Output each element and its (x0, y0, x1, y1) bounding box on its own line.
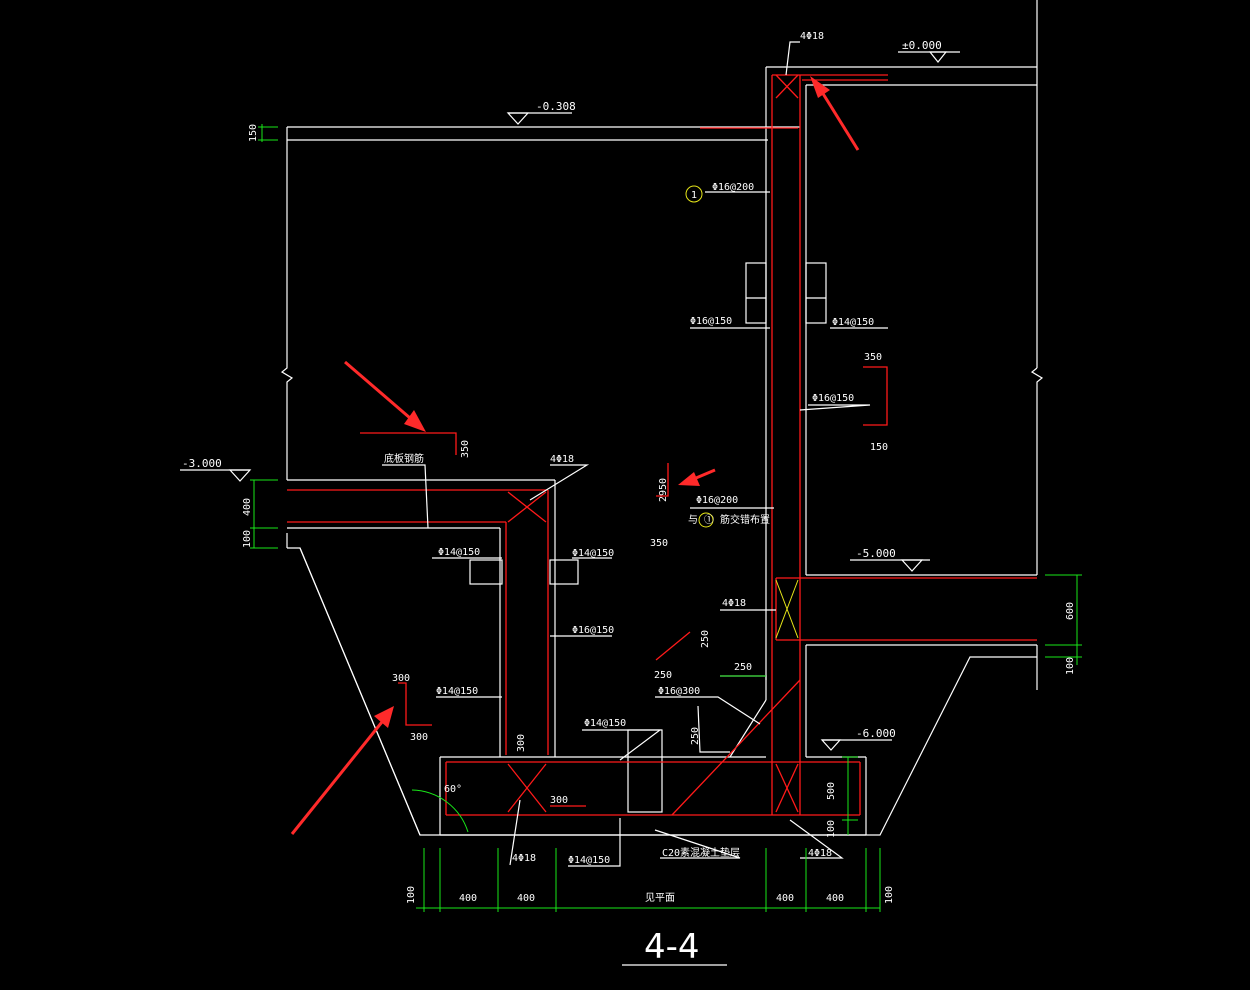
dim-100-bot: 100 (826, 820, 837, 838)
dim-100-left: 100 (242, 530, 253, 548)
rebar-label-phi14-150-r: Φ14@150 (572, 548, 614, 559)
rebar-label-4phi18-br: 4Φ18 (808, 848, 832, 859)
dim-300-d: 300 (550, 795, 568, 806)
rebar-label-phi14-150-a: Φ14@150 (832, 317, 874, 328)
dim-250-b: 250 (654, 670, 672, 681)
rebar-label-phi14-150-d: Φ14@150 (436, 686, 478, 697)
elev-level4: -6.000 (856, 727, 896, 740)
dim-300-a: 300 (392, 673, 410, 684)
rebar-labels: 4Φ18 Φ16@200 Φ16@150 Φ14@150 Φ16@150 4Φ1… (384, 31, 874, 866)
rebar-label-4phi18-bl: 4Φ18 (512, 853, 536, 864)
detail-marker-text: 1 (691, 190, 697, 201)
dim-600-right: 600 (1065, 602, 1076, 620)
rebar-label-phi16-150-a: Φ16@150 (690, 316, 732, 327)
dim-400-left: 400 (242, 498, 253, 516)
dim-bottom-6: 100 (884, 886, 895, 904)
dim-2950: 2950 (658, 478, 669, 502)
dim-300-c: 300 (516, 734, 527, 752)
dimension-lines (250, 124, 1082, 912)
elev-top: ±0.000 (902, 39, 942, 52)
rebar-label-phi14-150-l: Φ14@150 (438, 547, 480, 558)
rebar-label-phi16-150-c: Φ16@150 (572, 625, 614, 636)
rebar-label-phi16-200-mid: Φ16@200 (696, 495, 738, 506)
rebar-note-mid: 与 ① 筋交错布置 (688, 513, 770, 526)
elev-level1: -0.308 (536, 100, 576, 113)
dim-angle: 60° (444, 784, 462, 795)
elev-level2: -3.000 (182, 457, 222, 470)
detail-marker-circle-2 (698, 512, 714, 528)
rebar-label-phi16-150-b: Φ16@150 (812, 393, 854, 404)
dim-350-d: 350 (650, 538, 668, 549)
dim-bottom-3: 见平面 (645, 892, 675, 904)
dim-350-c: 350 (864, 352, 882, 363)
dim-bottom-4: 400 (776, 893, 794, 904)
detail-marker-circle (685, 185, 703, 203)
rebar-label-c20: C20素混凝土垫层 (662, 846, 740, 859)
rebar-label-slab: 底板钢筋 (384, 452, 424, 465)
dim-150-b: 150 (870, 442, 888, 453)
rebar-label-phi16-200-top: Φ16@200 (712, 182, 754, 193)
dim-250-a: 250 (700, 630, 711, 648)
dim-350-a: 350 (460, 440, 471, 458)
leader-lines (382, 41, 888, 867)
rebar-label-phi14-150-bot: Φ14@150 (568, 855, 610, 866)
elevation-labels: ±0.000 -0.308 -3.000 -5.000 -6.000 (182, 39, 942, 740)
concrete-outline (280, 0, 1044, 836)
dim-300-b: 300 (410, 732, 428, 743)
dim-bottom-2: 400 (517, 893, 535, 904)
section-title: 4-4 (644, 927, 700, 967)
elev-level3: -5.000 (856, 547, 896, 560)
dim-100-right: 100 (1065, 657, 1076, 675)
rebar-label-4phi18-top: 4Φ18 (800, 31, 824, 42)
dim-250-c: 250 (734, 662, 752, 673)
rebar-label-phi16-300: Φ16@300 (658, 686, 700, 697)
rebar-label-4phi18-mid: 4Φ18 (550, 454, 574, 465)
dim-bottom-5: 400 (826, 893, 844, 904)
rebar-label-4phi18-right: 4Φ18 (722, 598, 746, 609)
dim-bottom-1: 400 (459, 893, 477, 904)
rebar-lines (287, 74, 1037, 816)
dim-250-d: 250 (690, 727, 701, 745)
dimension-labels: 150 350 350 150 2950 350 400 100 600 100… (242, 124, 1076, 904)
dim-bottom-0: 100 (406, 886, 417, 904)
wall-x-yellow (775, 579, 799, 639)
elevation-markers (180, 51, 960, 751)
dim-150-top: 150 (248, 124, 259, 142)
section-title-group: 4-4 (622, 927, 727, 967)
rebar-label-phi14-150-e: Φ14@150 (584, 718, 626, 729)
annotation-arrows (290, 76, 860, 835)
dim-500: 500 (826, 782, 837, 800)
